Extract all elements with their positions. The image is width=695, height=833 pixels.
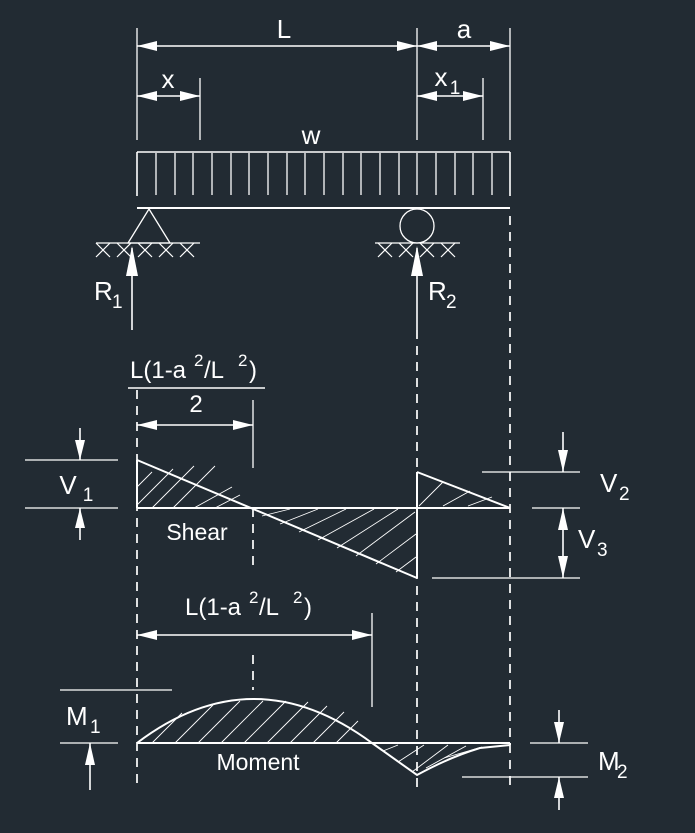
dim-arrow-V3-top (558, 508, 568, 530)
label-reaction-1: R (94, 276, 113, 306)
dim-arrow-V2 (558, 450, 568, 472)
dim-M2-group: M 2 (462, 710, 628, 810)
dim-arrow-shear-zero-left (137, 420, 157, 430)
dim-arrow-M1 (85, 743, 95, 765)
moment-positive-hatching (151, 700, 359, 744)
label-shear-V1: V (59, 470, 77, 500)
formula-moment-span-sup2: 2 (293, 588, 302, 607)
label-moment-M2-subscript: 2 (617, 762, 628, 783)
dim-arrow-moment-span-right (352, 630, 372, 640)
dim-arrow-x1-left (417, 91, 437, 101)
formula-moment-span-part1: L(1-a (185, 594, 242, 621)
dim-V1-group: V 1 (25, 428, 118, 540)
label-shear-V3: V (578, 524, 596, 554)
shear-diagram-group: Shear V 1 V 2 V 3 (25, 428, 630, 579)
label-reaction-2-subscript: 2 (446, 292, 457, 313)
label-overhang-a: a (457, 14, 472, 44)
dim-V3-group: V 3 (432, 508, 608, 579)
label-shear-V1-subscript: 1 (83, 485, 94, 506)
pin-ground-hatching (95, 242, 195, 258)
shear-overhang-hatching (418, 481, 493, 507)
reaction1-arrowhead (126, 246, 138, 276)
shear-sloped-line-main (136, 459, 418, 579)
label-load-w: w (301, 120, 321, 150)
label-shear-V2: V (600, 468, 618, 498)
label-distance-x1: x (435, 62, 448, 92)
formula-moment-span-part3: ) (304, 594, 312, 621)
dim-M1-group: M 1 (60, 689, 172, 790)
roller-support-circle (399, 208, 435, 244)
dim-arrow-a-right (490, 41, 510, 51)
label-distance-x1-subscript: 1 (450, 78, 461, 99)
shear-negative-hatching (261, 508, 417, 573)
moment-negative-hatching (382, 744, 483, 773)
support-pin-group: R 1 (94, 208, 200, 330)
dim-arrow-V1-top (75, 440, 85, 460)
formula-shear-numerator-sup2: 2 (238, 351, 247, 370)
roller-ground-hatching (377, 242, 456, 258)
dim-arrow-M2-top (554, 722, 564, 743)
load-hatch-bars (155, 153, 493, 195)
label-reaction-1-subscript: 1 (112, 292, 123, 313)
dim-V2-group: V 2 (482, 432, 630, 509)
dim-arrow-x1-right (463, 91, 483, 101)
formula-moment-span-sup1: 2 (249, 588, 258, 607)
label-span-L: L (277, 14, 291, 44)
distributed-load-group: w (136, 120, 511, 196)
label-moment-M1-subscript: 1 (90, 717, 101, 738)
dim-arrow-x-right (180, 91, 200, 101)
label-shear-V2-subscript: 2 (619, 484, 630, 505)
reaction2-arrowhead (411, 246, 423, 276)
label-moment-M1: M (66, 701, 88, 731)
formula-shear-denominator: 2 (189, 391, 202, 418)
shear-positive-hatching (136, 465, 241, 509)
formula-shear-numerator-part2: /L (204, 357, 224, 384)
formula-moment-span-part2: /L (259, 594, 279, 621)
dim-arrow-x-left (137, 91, 157, 101)
dim-arrow-a-left (417, 41, 437, 51)
label-distance-x: x (162, 64, 175, 94)
moment-negative-curve (371, 742, 511, 777)
support-roller-group: R 2 (375, 208, 460, 330)
moment-diagram-group: Moment M 1 M 2 (60, 689, 628, 810)
moment-positive-parabola (136, 698, 373, 744)
label-shear-V3-subscript: 3 (597, 540, 608, 561)
formula-shear-numerator-sup1: 2 (194, 351, 203, 370)
shear-overhang-line (416, 471, 511, 509)
formula-shear-numerator-part1: L(1-a (130, 357, 187, 384)
shear-location-formula-group: L(1-a 2 /L 2 ) 2 (128, 351, 265, 468)
dim-arrow-L-right (397, 41, 417, 51)
top-dimension-group: L a x x 1 (136, 14, 511, 140)
dim-arrow-V1-bottom (75, 508, 85, 528)
formula-shear-numerator-part3: ) (249, 357, 257, 384)
dim-arrow-V3-bottom (558, 556, 568, 578)
label-moment-M2: M (598, 746, 620, 776)
label-moment-title: Moment (216, 749, 300, 775)
pin-support-triangle (126, 208, 172, 244)
moment-span-formula-group: L(1-a 2 /L 2 ) (137, 588, 373, 707)
label-shear-title: Shear (166, 519, 228, 545)
dim-arrow-L-left (137, 41, 157, 51)
label-reaction-2: R (428, 276, 447, 306)
dim-arrow-moment-span-left (137, 630, 157, 640)
dim-arrow-M2-bottom (554, 777, 564, 798)
dim-arrow-shear-zero-right (233, 420, 253, 430)
